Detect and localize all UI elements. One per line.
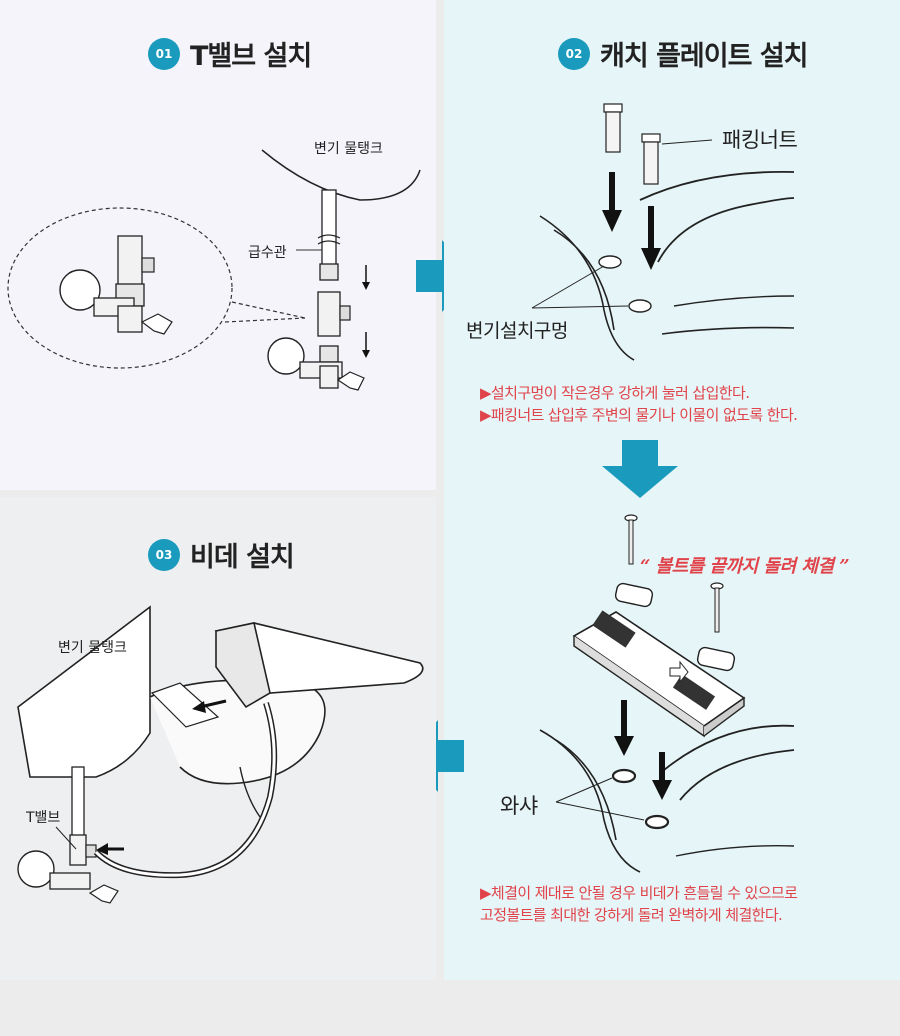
- step3-panel: 03 비데 설치 변기 물탱크 T밸브: [0, 497, 436, 980]
- step2-note-4: 고정볼트를 최대한 강하게 돌려 완벽하게 체결한다.: [480, 906, 783, 924]
- step3-badge: 03: [148, 538, 180, 571]
- step1-heading: 01 T밸브 설치: [148, 34, 312, 73]
- tvalve-illustration: [7, 149, 421, 391]
- step2-note-1: ▶설치구멍이 작은경우 강하게 눌러 삽입한다.: [480, 384, 750, 402]
- washer-label: 와샤: [500, 794, 538, 818]
- tank-label-3: 변기 물탱크: [58, 640, 127, 656]
- bolt-plate-illustration: [539, 514, 795, 873]
- step1-badge: 01: [148, 37, 180, 70]
- step2-badge: 02: [558, 37, 590, 70]
- step2-note-2: ▶패킹너트 삽입후 주변의 물기나 이물이 없도록 한다.: [480, 406, 798, 424]
- step2-heading: 02 캐치 플레이트 설치: [558, 34, 809, 73]
- tank-label: 변기 물탱크: [314, 141, 383, 157]
- step1-panel: 01 T밸브 설치 변기 물탱크: [0, 0, 436, 490]
- step3-heading: 03 비데 설치: [148, 535, 295, 574]
- install-hole-label: 변기설치구멍: [466, 320, 568, 342]
- step3-title: 비데 설치: [190, 542, 295, 573]
- tighten-bolt-quote: “ 볼트를 끝까지 돌려 체결 ”: [640, 556, 850, 577]
- step1-title: T밸브 설치: [190, 41, 312, 72]
- footer-strip: [0, 986, 900, 1036]
- step2-note-3: ▶체결이 제대로 안될 경우 비데가 흔들릴 수 있으므로: [480, 884, 798, 902]
- supply-pipe-label: 급수관: [248, 245, 287, 261]
- packing-nut-label: 패킹너트: [722, 128, 798, 152]
- step2-panel: 02 캐치 플레이트 설치 패킹너트 변기설치구멍 ▶설치구멍이 작은경우 강하…: [444, 0, 900, 980]
- step2-title: 캐치 플레이트 설치: [600, 41, 809, 72]
- arrow-down-icon: [602, 440, 678, 498]
- tvalve-label: T밸브: [26, 810, 61, 826]
- catch-plate-illustration: [531, 103, 795, 361]
- bidet-illustration: [17, 605, 424, 904]
